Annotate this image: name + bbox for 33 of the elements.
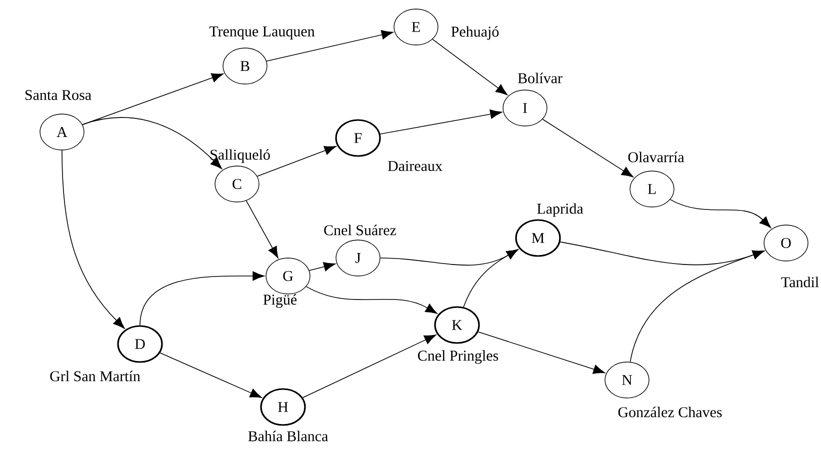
city-label: Pehuajó <box>451 26 499 40</box>
arrow <box>542 118 634 178</box>
city-label: Salliqueló <box>210 149 270 163</box>
city-label: Pigüé <box>263 294 297 308</box>
city-label: Grl San Martín <box>50 370 140 382</box>
arrow <box>380 110 502 134</box>
arrow <box>82 73 224 126</box>
arrow <box>160 352 262 398</box>
arrow <box>266 30 394 62</box>
city-label: González Chaves <box>618 406 722 418</box>
arrow <box>256 146 336 177</box>
arrow <box>246 200 278 258</box>
arrow <box>308 262 336 272</box>
city-label: Bolívar <box>518 72 562 84</box>
arrow <box>670 199 772 228</box>
arrow <box>478 331 606 374</box>
arrow <box>432 38 508 96</box>
city-label: Laprida <box>537 203 584 217</box>
city-label: Cnel Pringles <box>418 350 498 364</box>
arrow <box>82 117 222 170</box>
city-label: Cnel Suárez <box>324 224 396 236</box>
arrow <box>62 150 125 329</box>
arrow <box>306 286 438 314</box>
arrow <box>302 334 436 398</box>
arrow <box>630 250 764 362</box>
arrow <box>140 271 264 326</box>
city-label: Olavarría <box>628 152 684 162</box>
arrow <box>463 249 518 308</box>
city-label: Trenque Lauquen <box>209 26 315 40</box>
city-label: Daireaux <box>388 160 442 172</box>
city-label: Santa Rosa <box>25 90 92 100</box>
city-label: Tandil <box>781 276 819 288</box>
city-label: Bahía Blanca <box>248 430 328 442</box>
